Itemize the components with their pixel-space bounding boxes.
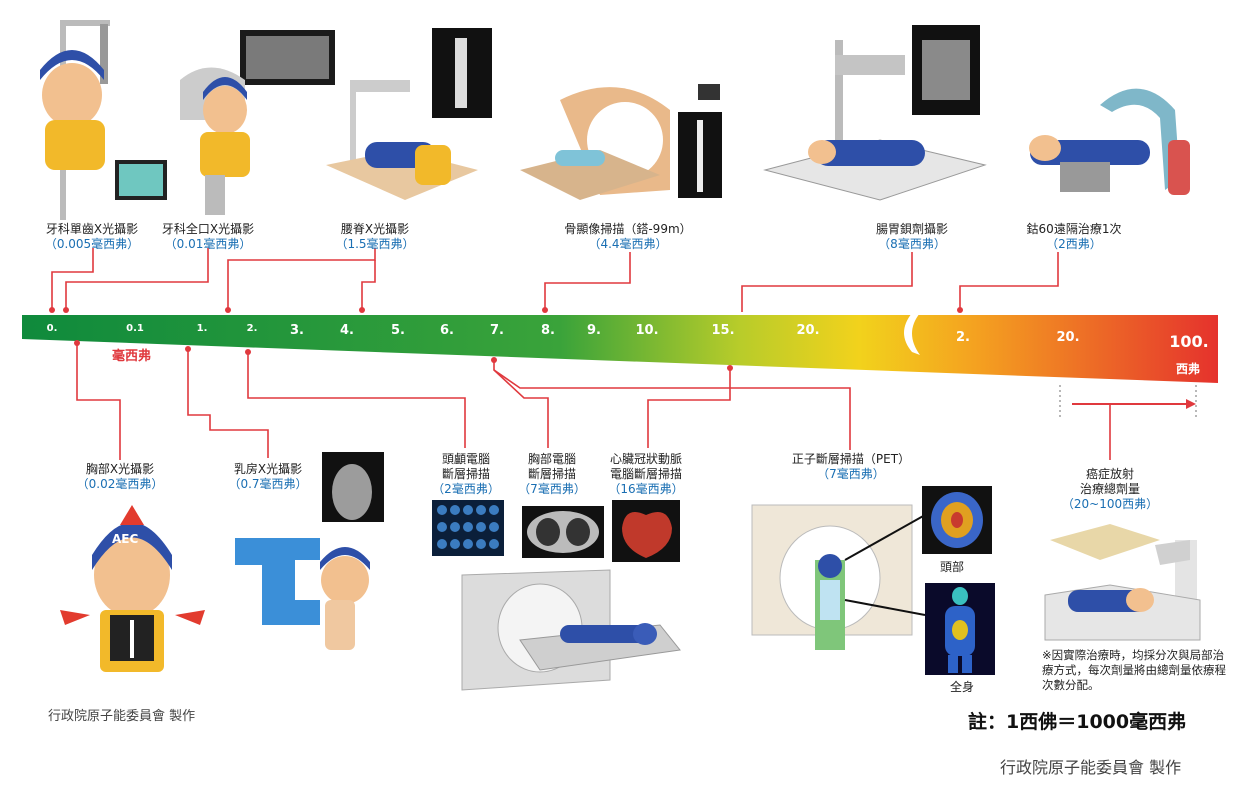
- tick-label: 20.: [1056, 330, 1080, 345]
- item-dose: （0.02毫西弗）: [76, 477, 164, 491]
- item-name: 牙科全口X光攝影: [161, 222, 255, 236]
- label-chest-xray: 胸部X光攝影 （0.02毫西弗）: [77, 462, 164, 492]
- item-dose: （0.7毫西弗）: [228, 477, 308, 491]
- unit-conversion-note: 註：1西佛＝1000毫西弗: [968, 711, 1187, 733]
- cobalt-therapy-illustration: [1029, 88, 1190, 195]
- item-name-line2: 斷層掃描: [441, 467, 491, 481]
- pet-scanner-illustration: [751, 504, 926, 650]
- label-heart-ct: 心臟冠狀動脈 電腦斷層掃描 （16毫西弗）: [608, 452, 683, 497]
- item-name: 骨顯像掃描（鎝-99m）: [564, 222, 692, 236]
- item-name: 鈷60遠隔治療1次: [1026, 222, 1122, 236]
- credit-left: 行政院原子能委員會 製作: [48, 709, 196, 724]
- item-name: 牙科單齒X光攝影: [45, 222, 139, 236]
- pet-head-image: [922, 486, 992, 554]
- mascot-illustration: [60, 505, 205, 672]
- tick-label: 2.: [246, 323, 258, 334]
- item-dose: （16毫西弗）: [608, 482, 684, 496]
- therapy-machine-illustration: [1044, 524, 1201, 641]
- item-dose: （2西弗）: [1046, 237, 1102, 251]
- label-head-ct: 頭顱電腦 斷層掃描 （2毫西弗）: [432, 452, 500, 497]
- item-name-line2: 治療總劑量: [1079, 482, 1141, 496]
- tick-label: 20.: [796, 323, 820, 338]
- tick-label: 8.: [541, 323, 555, 338]
- item-name: 腰脊X光攝影: [340, 222, 410, 236]
- item-dose: （1.5毫西弗）: [335, 237, 415, 251]
- bottom-leaders: [76, 343, 851, 460]
- heart-ct-image: [612, 500, 680, 562]
- label-cancer-therapy: 癌症放射 治療總劑量 （20~100西弗）: [1062, 467, 1158, 512]
- item-name: 正子斷層掃描（PET）: [791, 452, 911, 466]
- dental-panoramic-illustration: [180, 30, 335, 215]
- credit-right: 行政院原子能委員會 製作: [1000, 758, 1182, 777]
- tick-label: 3.: [290, 323, 304, 338]
- mammography-illustration: [235, 452, 384, 650]
- item-name: 胸部X光攝影: [85, 462, 155, 476]
- tick-label: 6.: [440, 323, 454, 338]
- ct-scanner-illustration: [461, 569, 681, 691]
- tick-label: 10.: [635, 323, 659, 338]
- item-name-line2: 斷層掃描: [527, 467, 577, 481]
- dental-single-illustration: [40, 20, 167, 220]
- unit-sv-label: 西弗: [1176, 362, 1201, 376]
- bottom-leader-dots: [74, 340, 733, 371]
- tick-label: 5.: [391, 323, 405, 338]
- pet-body-image: [925, 583, 995, 675]
- lumbar-xray-illustration: [326, 28, 492, 200]
- gi-barium-illustration: [763, 25, 987, 201]
- label-chest-ct: 胸部電腦 斷層掃描 （7毫西弗）: [518, 452, 586, 497]
- item-dose: （7毫西弗）: [518, 482, 586, 496]
- item-name: 乳房X光攝影: [233, 462, 303, 476]
- tick-label: 0.1: [126, 323, 144, 334]
- item-dose: （7毫西弗）: [817, 467, 885, 481]
- item-dose: （4.4毫西弗）: [588, 237, 668, 251]
- tick-label: 100.: [1169, 332, 1209, 351]
- mascot-text: AEC: [112, 532, 139, 546]
- label-mammography: 乳房X光攝影 （0.7毫西弗）: [228, 462, 307, 492]
- bone-scan-illustration: [520, 84, 722, 200]
- tick-label: 7.: [490, 323, 504, 338]
- top-leader-dots: [49, 307, 963, 313]
- pet-body-label: 全身: [950, 680, 975, 694]
- scale-break: [904, 313, 920, 355]
- item-name-line1: 癌症放射: [1085, 467, 1135, 481]
- label-dental-panoramic: 牙科全口X光攝影 （0.01毫西弗）: [162, 222, 254, 252]
- label-gi-barium: 腸胃鋇劑攝影 （8毫西弗）: [876, 222, 948, 252]
- tick-label: 1.: [196, 323, 208, 334]
- item-name-line1: 胸部電腦: [527, 452, 577, 466]
- head-ct-images: [432, 500, 504, 556]
- tick-label: 4.: [340, 323, 354, 338]
- tick-label: 9.: [587, 323, 601, 338]
- therapy-range: [1059, 385, 1197, 460]
- item-dose: （0.005毫西弗）: [44, 237, 140, 251]
- item-dose: （8毫西弗）: [878, 237, 946, 251]
- item-name-line2: 電腦斷層掃描: [609, 467, 682, 481]
- item-dose: （0.01毫西弗）: [164, 237, 252, 251]
- top-leaders: [51, 248, 1059, 312]
- label-lumbar: 腰脊X光攝影 （1.5毫西弗）: [335, 222, 414, 252]
- tick-label: 2.: [956, 330, 970, 345]
- pet-head-label: 頭部: [940, 560, 965, 574]
- unit-msv-label: 毫西弗: [112, 349, 152, 364]
- item-name: 腸胃鋇劑攝影: [875, 222, 949, 236]
- label-cobalt: 鈷60遠隔治療1次 （2西弗）: [1027, 222, 1122, 252]
- item-name-line1: 頭顱電腦: [441, 452, 491, 466]
- item-name-line1: 心臟冠狀動脈: [609, 452, 682, 466]
- tick-label: 15.: [711, 323, 735, 338]
- item-dose: （2毫西弗）: [432, 482, 500, 496]
- label-pet: 正子斷層掃描（PET） （7毫西弗）: [792, 452, 910, 482]
- therapy-footnote: ※因實際治療時，均採分次與局部治療方式，每次劑量將由總劑量依療程次數分配。: [1042, 648, 1226, 692]
- label-bone-scan: 骨顯像掃描（鎝-99m） （4.4毫西弗）: [564, 222, 691, 252]
- dose-scale-bar: [22, 315, 1218, 383]
- item-dose: （20~100西弗）: [1061, 497, 1159, 511]
- chest-ct-image: [522, 506, 604, 558]
- tick-label: 0.: [46, 323, 58, 334]
- label-dental-single: 牙科單齒X光攝影 （0.005毫西弗）: [45, 222, 139, 252]
